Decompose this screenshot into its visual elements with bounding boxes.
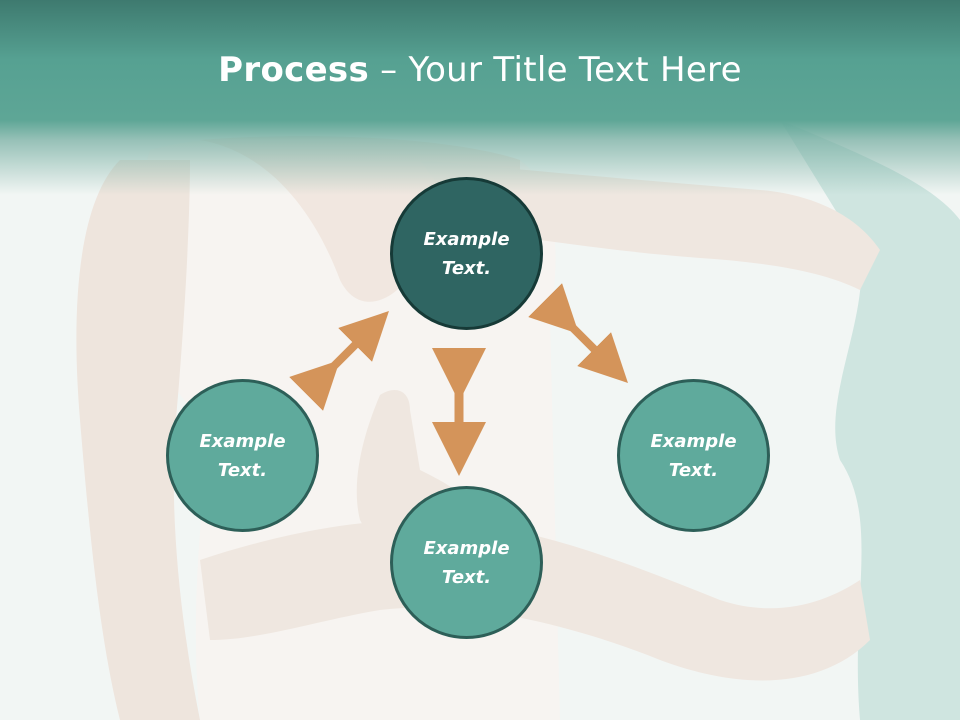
node-top-line1: Example [423, 228, 510, 250]
node-bottom-line2: Text. [441, 566, 492, 588]
slide-title: Process – Your Title Text Here [0, 50, 960, 90]
node-left-line1: Example [199, 430, 286, 452]
node-left-line2: Text. [217, 459, 268, 481]
process-node-top[interactable]: Example Text. [390, 177, 543, 330]
double-arrow-right-icon [528, 283, 628, 383]
process-node-right[interactable]: Example Text. [617, 379, 770, 532]
double-arrow-left-icon [289, 311, 389, 411]
node-right-line1: Example [650, 430, 737, 452]
header-band: Process – Your Title Text Here [0, 0, 960, 195]
process-node-bottom[interactable]: Example Text. [390, 486, 543, 639]
process-node-left[interactable]: Example Text. [166, 379, 319, 532]
title-bold: Process [218, 50, 370, 90]
node-right-line2: Text. [668, 459, 719, 481]
node-top-line2: Text. [441, 257, 492, 279]
node-bottom-line1: Example [423, 537, 510, 559]
title-rest: – Your Title Text Here [369, 50, 742, 90]
